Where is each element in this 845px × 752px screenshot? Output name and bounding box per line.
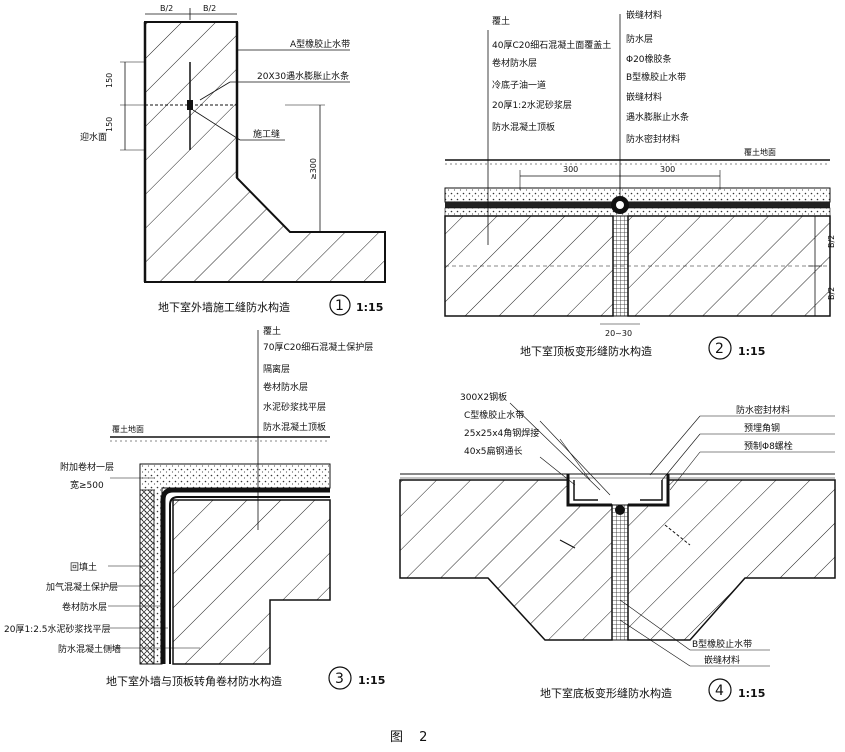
diagram-4: 300X2钢板 C型橡胶止水带 25x25x4角钢焊接 40x5扁钢通长 防水密…	[399, 391, 836, 702]
d1-number: 1	[335, 298, 344, 314]
d3-scale: 1:15	[358, 674, 385, 687]
d3-top-label-1: 70厚C20细石混凝土保护层	[263, 341, 373, 353]
diagram-3: 覆土地面 覆土 70厚C20细石混凝土保护层 隔离层 卷材防水层 水泥砂浆找平层…	[4, 325, 385, 690]
d1-caption: 地下室外墙施工缝防水构造	[158, 300, 290, 314]
d1-dim-150b: 150	[105, 117, 114, 132]
d1-dim-150a: 150	[105, 73, 114, 88]
d4-left-label-2: 25x25x4角钢焊接	[464, 427, 539, 439]
d2-dim-gap: 20~30	[605, 329, 632, 338]
d3-ground-label: 覆土地面	[112, 424, 144, 434]
d1-label-water-face: 迎水面	[80, 131, 107, 143]
d2-right-label-1: 防水层	[626, 33, 653, 45]
d2-right-label-0: 嵌缝材料	[626, 9, 662, 21]
d1-scale: 1:15	[356, 301, 383, 314]
d2-left-label-4: 20厚1:2水泥砂浆层	[492, 99, 572, 111]
d2-right-label-3: B型橡胶止水带	[626, 71, 686, 83]
d3-caption: 地下室外墙与顶板转角卷材防水构造	[106, 674, 282, 688]
d2-ground-label: 覆土地面	[744, 147, 776, 157]
d3-extra-label-1: 附加卷材一层	[60, 461, 114, 473]
d4-number: 4	[715, 683, 724, 699]
d2-scale: 1:15	[738, 345, 765, 358]
d4-right-label-0: 防水密封材料	[736, 404, 790, 416]
d1-label-a-strip: A型橡胶止水带	[290, 38, 350, 50]
d4-right-label-1: 预埋角钢	[744, 422, 780, 434]
d3-left-label-1: 加气混凝土保护层	[46, 581, 118, 593]
d2-dim-b2b: B/2	[827, 287, 836, 300]
d3-top-label-3: 卷材防水层	[263, 381, 308, 393]
d1-label-swell: 20X30遇水膨胀止水条	[257, 70, 349, 82]
d3-top-label-2: 隔离层	[263, 363, 290, 375]
d4-right-label-2: 预制Φ8螺栓	[744, 440, 793, 452]
d2-number: 2	[715, 341, 724, 357]
d3-number: 3	[335, 671, 344, 687]
d4-left-label-0: 300X2钢板	[460, 391, 507, 403]
d2-caption: 地下室顶板变形缝防水构造	[520, 344, 652, 358]
d4-bottom-label-1: 嵌缝材料	[704, 654, 740, 666]
diagram-2: 覆土地面 300 300 B/2 B/2 20~30 覆土 40厚C20细石混凝…	[444, 9, 836, 360]
diagram-1: B/2 B/2 A型橡胶止水带 20X30遇水膨胀止水条 施工缝 150 150…	[80, 4, 386, 316]
d4-caption: 地下室底板变形缝防水构造	[540, 686, 672, 700]
d4-bottom-label-0: B型橡胶止水带	[692, 638, 752, 650]
d1-dim-300: ≥300	[309, 158, 318, 180]
d1-label-joint: 施工缝	[253, 128, 280, 140]
d4-scale: 1:15	[738, 687, 765, 700]
d2-dim-right: 300	[660, 165, 675, 174]
d2-right-label-2: Φ20橡胶条	[626, 53, 672, 65]
d2-left-label-1: 40厚C20细石混凝土面覆盖土	[492, 39, 611, 51]
d4-left-label-3: 40x5扁钢通长	[464, 445, 523, 457]
d2-left-label-2: 卷材防水层	[492, 57, 537, 69]
d3-top-label-0: 覆土	[263, 325, 281, 337]
d1-concrete-wall	[144, 21, 386, 283]
d2-membrane	[445, 202, 830, 208]
d3-left-label-3: 20厚1:2.5水泥砂浆找平层	[4, 623, 111, 635]
d2-left-label-0: 覆土	[492, 15, 510, 27]
d4-left-label-1: C型橡胶止水带	[464, 409, 524, 421]
d2-left-label-3: 冷底子油一道	[492, 79, 546, 91]
d3-concrete	[172, 499, 331, 665]
d3-top-label-5: 防水混凝土顶板	[263, 421, 326, 433]
d2-dim-left: 300	[563, 165, 578, 174]
d2-dim-b2a: B/2	[827, 235, 836, 248]
d2-right-label-6: 防水密封材料	[626, 133, 680, 145]
d3-left-label-0: 回填土	[70, 561, 97, 573]
d3-left-label-4: 防水混凝土侧墙	[58, 643, 121, 655]
d2-right-label-5: 遇水膨胀止水条	[626, 111, 689, 123]
figure-caption: 图 2	[390, 730, 433, 745]
d1-dim-left: B/2	[160, 4, 173, 13]
d2-left-label-5: 防水混凝土顶板	[492, 121, 555, 133]
d2-right-label-4: 嵌缝材料	[626, 91, 662, 103]
d1-dim-right: B/2	[203, 4, 216, 13]
d4-joint-filler	[611, 504, 629, 641]
d3-extra-label-2: 宽≥500	[70, 479, 104, 491]
d3-top-label-4: 水泥砂浆找平层	[263, 401, 326, 413]
d3-left-label-2: 卷材防水层	[62, 601, 107, 613]
d3-membrane	[160, 487, 330, 664]
